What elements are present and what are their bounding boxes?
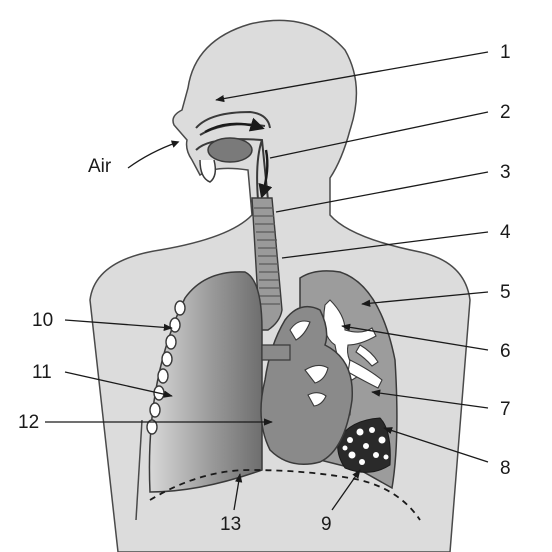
trachea-rings	[254, 207, 280, 305]
label-8: 8	[500, 458, 511, 479]
label-1: 1	[500, 42, 511, 63]
heart-vessels	[289, 320, 329, 407]
label-2: 2	[500, 102, 511, 123]
label-6: 6	[500, 341, 511, 362]
air-flow-arrow-nasal	[204, 117, 265, 134]
label-12: 12	[18, 412, 39, 433]
air-label: Air	[88, 156, 112, 177]
tongue	[207, 137, 253, 163]
label-11: 11	[32, 362, 52, 383]
air-flow-arrow-down	[258, 149, 273, 199]
label-10: 10	[32, 310, 53, 331]
ribs	[146, 300, 186, 435]
main-bronchus	[261, 344, 291, 361]
label-5: 5	[500, 282, 511, 303]
label-4: 4	[500, 222, 511, 243]
alveoli-sacs	[342, 427, 389, 465]
label-13: 13	[220, 514, 241, 535]
label-3: 3	[500, 162, 511, 183]
chest-wall-line	[135, 419, 143, 521]
label-7: 7	[500, 399, 511, 420]
jaw-outline	[199, 159, 217, 183]
leader-lines	[45, 51, 489, 511]
label-9: 9	[321, 514, 332, 535]
